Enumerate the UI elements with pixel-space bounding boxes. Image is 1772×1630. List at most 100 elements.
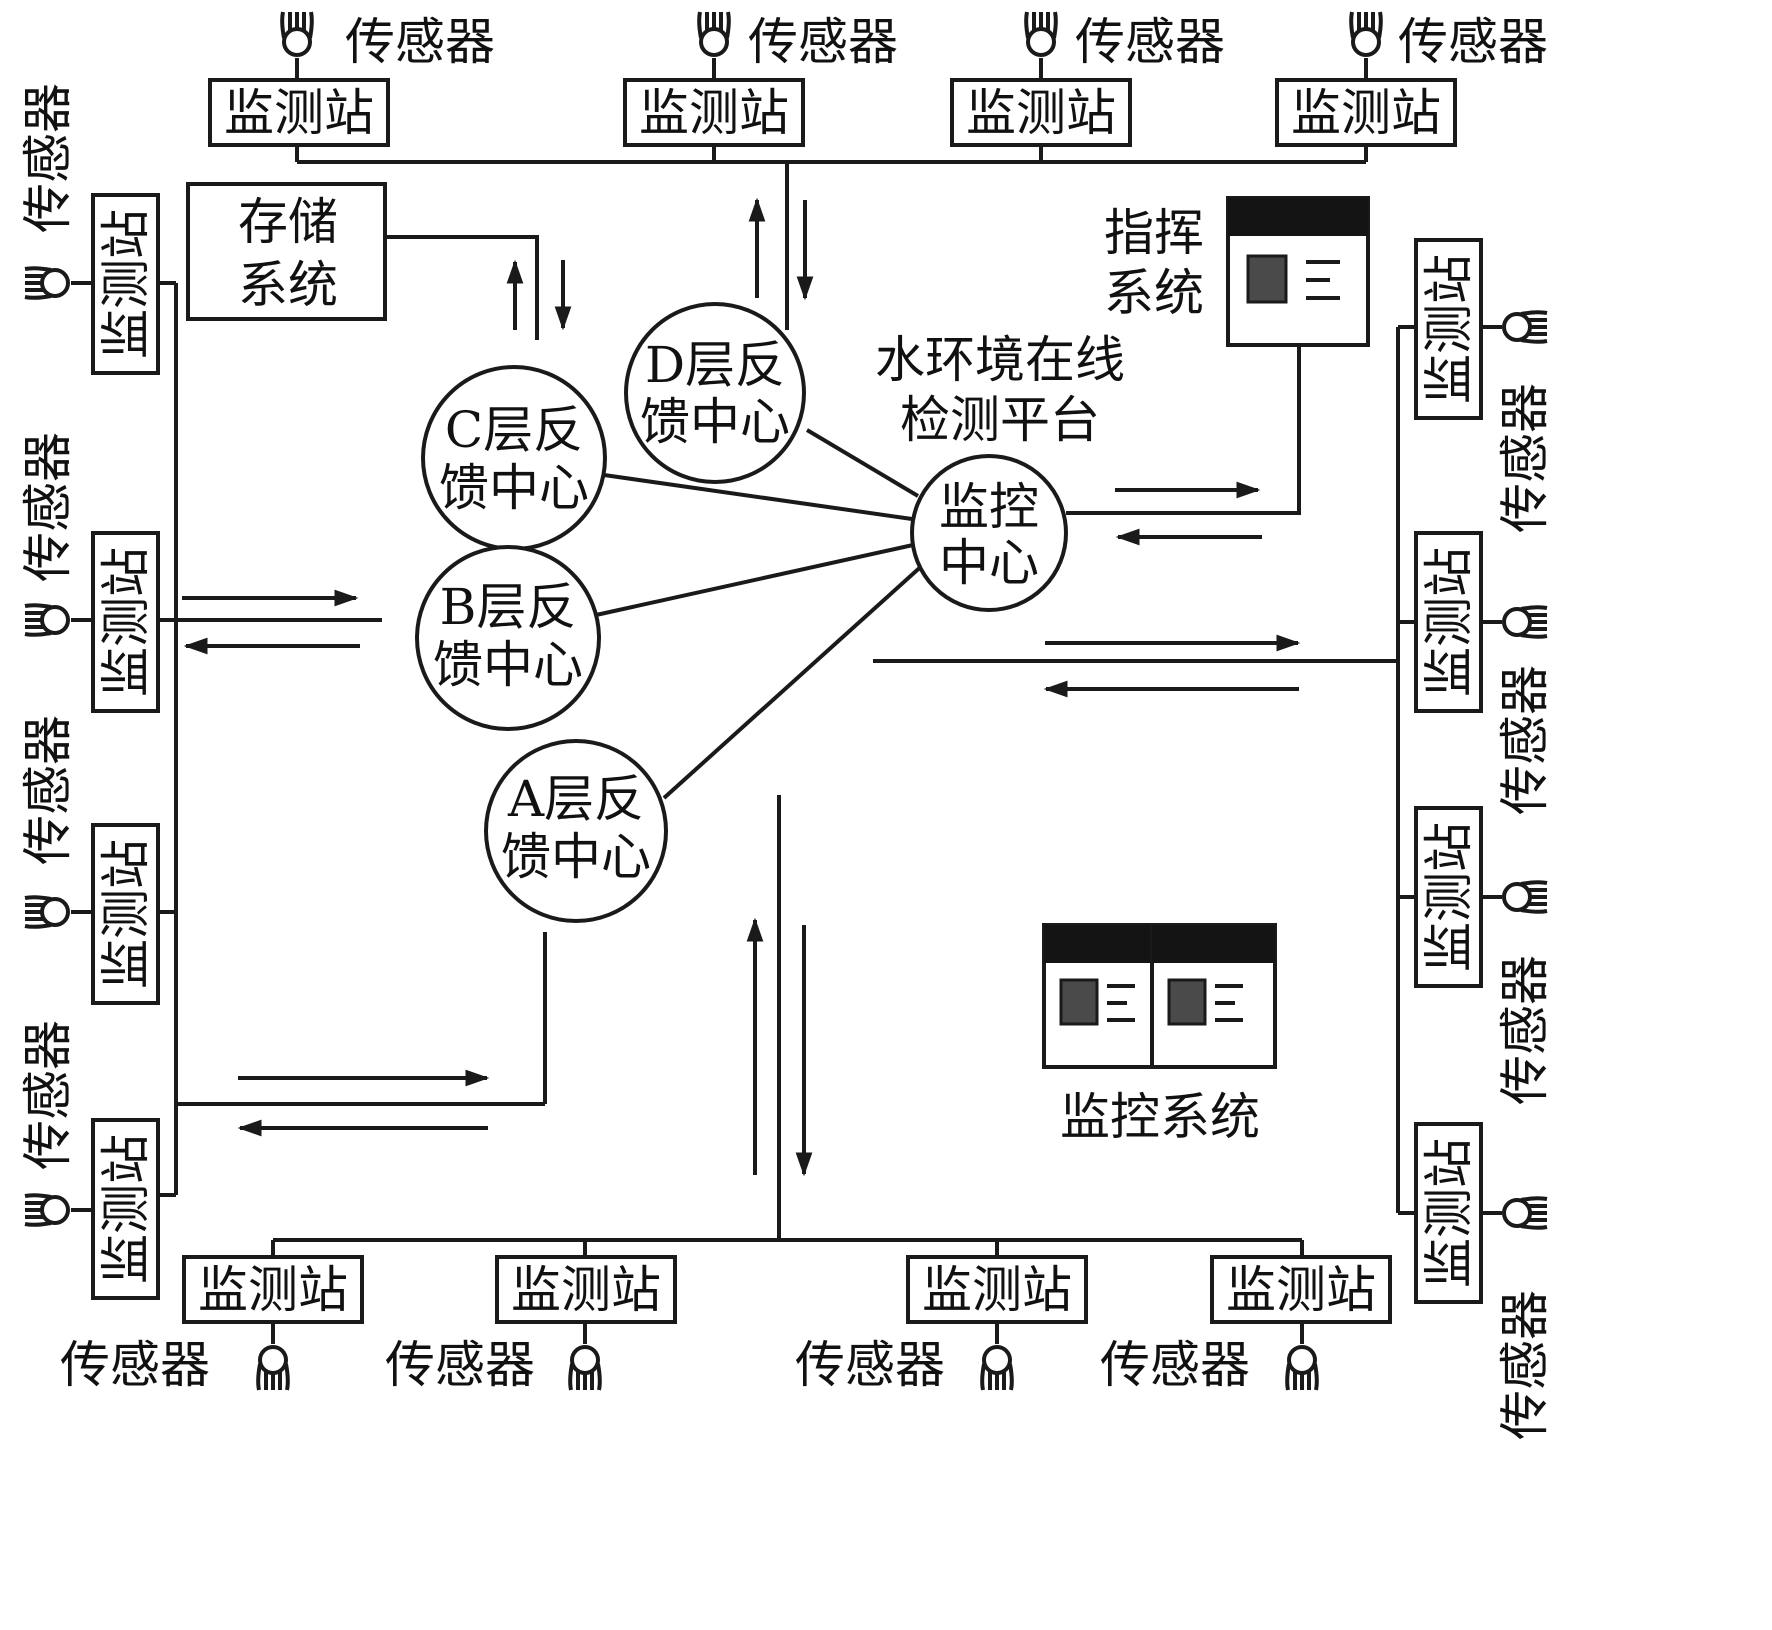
right-sensor-1: 传感器 xyxy=(1481,310,1554,533)
sensor-label: 传感器 xyxy=(19,432,77,582)
command-label-line1: 指挥 xyxy=(1104,204,1204,262)
top-sensor-3: 传感器 xyxy=(1024,10,1225,80)
sensor-icon xyxy=(1024,10,1058,57)
station-label: 监测站 xyxy=(97,839,155,989)
station-label: 监测站 xyxy=(639,84,789,142)
sensor-icon xyxy=(1502,880,1549,914)
monitor-system-label: 监控系统 xyxy=(1060,1088,1260,1146)
sensor-label: 传感器 xyxy=(1100,1336,1250,1394)
screen-icon xyxy=(1150,923,1277,1069)
platform-label-line2: 检测平台 xyxy=(900,391,1100,449)
feedback-c-label-line1: C层反 xyxy=(445,401,583,459)
right-station-2: 监测站 xyxy=(1414,531,1483,713)
sensor-icon xyxy=(1502,605,1549,639)
sensor-icon xyxy=(23,1193,70,1227)
feedback-a-label-line2: 馈中心 xyxy=(501,828,651,886)
top-station-2: 监测站 xyxy=(623,78,805,147)
left-station-4: 监测站 xyxy=(91,1118,160,1300)
sensor-label: 传感器 xyxy=(1496,383,1554,533)
command-label-line2: 系统 xyxy=(1104,264,1204,322)
sensor-icon xyxy=(1349,10,1383,57)
left-station-2: 监测站 xyxy=(91,531,160,713)
bottom-station-3: 监测站 xyxy=(906,1255,1088,1324)
bottom-sensor-4: 传感器 xyxy=(1100,1322,1319,1394)
flow-arrows xyxy=(182,197,1301,1177)
top-sensor-4: 传感器 xyxy=(1349,10,1548,80)
sensor-label: 传感器 xyxy=(795,1336,945,1394)
storage-label-line2: 系统 xyxy=(238,256,338,314)
station-label: 监测站 xyxy=(97,1134,155,1284)
bottom-sensor-3: 传感器 xyxy=(795,1322,1014,1394)
bottom-network: 监测站 监测站 监测站 监测站 传感器 传感器 传感器 xyxy=(60,795,1392,1394)
feedback-b-label-line1: B层反 xyxy=(440,578,577,636)
monitoring-center: 监控 中心 xyxy=(910,454,1068,612)
station-label: 监测站 xyxy=(966,84,1116,142)
sensor-icon xyxy=(697,10,731,57)
bottom-sensor-1: 传感器 xyxy=(60,1322,290,1394)
feedback-d-label-line2: 馈中心 xyxy=(640,393,790,451)
right-network: 监测站 监测站 监测站 监测站 传感器 传感器 传感器 xyxy=(873,238,1554,1440)
sensor-label: 传感器 xyxy=(1496,1290,1554,1440)
station-label: 监测站 xyxy=(224,84,374,142)
bottom-sensor-2: 传感器 xyxy=(385,1322,602,1394)
top-sensor-2: 传感器 xyxy=(697,10,898,80)
sensor-icon xyxy=(23,895,70,929)
station-label: 监测站 xyxy=(97,547,155,697)
sensor-icon xyxy=(568,1345,602,1392)
right-sensor-3: 传感器 xyxy=(1481,880,1554,1105)
sensor-label: 传感器 xyxy=(345,13,495,71)
station-label: 监测站 xyxy=(1420,822,1478,972)
feedback-d-label-line1: D层反 xyxy=(645,336,785,394)
bottom-station-2: 监测站 xyxy=(495,1255,677,1324)
station-label: 监测站 xyxy=(1420,1138,1478,1288)
left-station-1: 监测站 xyxy=(91,193,160,375)
feedback-b-label-line2: 馈中心 xyxy=(433,636,583,694)
sensor-icon xyxy=(23,603,70,637)
left-sensor-3: 传感器 xyxy=(19,715,93,929)
left-sensor-1: 传感器 xyxy=(19,83,93,300)
feedback-a-label-line1: A层反 xyxy=(507,770,644,828)
station-label: 监测站 xyxy=(97,209,155,359)
right-station-1: 监测站 xyxy=(1414,238,1483,420)
sensor-icon xyxy=(280,10,314,57)
station-label: 监测站 xyxy=(1420,254,1478,404)
top-sensor-1: 传感器 xyxy=(280,10,495,80)
sensor-label: 传感器 xyxy=(19,83,77,233)
sensor-label: 传感器 xyxy=(1075,13,1225,71)
sensor-icon xyxy=(23,266,70,300)
station-label: 监测站 xyxy=(1420,547,1478,697)
top-network: 监测站 监测站 监测站 监测站 传感器 传感器 传感器 xyxy=(208,10,1548,330)
platform-label-line1: 水环境在线 xyxy=(875,331,1125,389)
bottom-station-4: 监测站 xyxy=(1210,1255,1392,1324)
right-station-4: 监测站 xyxy=(1414,1122,1483,1304)
left-sensor-2: 传感器 xyxy=(19,432,93,637)
storage-label-line1: 存储 xyxy=(238,193,338,251)
sensor-label: 传感器 xyxy=(1496,665,1554,815)
station-label: 监测站 xyxy=(198,1261,348,1319)
left-network: 监测站 监测站 监测站 监测站 传感器 传感器 传感器 xyxy=(19,83,547,1300)
sensor-label: 传感器 xyxy=(60,1336,210,1394)
storage-system: 存储 系统 xyxy=(186,182,539,340)
sensor-label: 传感器 xyxy=(748,13,898,71)
top-station-3: 监测站 xyxy=(950,78,1132,147)
feedback-center-d: D层反 馈中心 xyxy=(624,302,806,484)
feedback-center-b: B层反 馈中心 xyxy=(415,545,601,731)
sensor-label: 传感器 xyxy=(19,715,77,865)
sensor-icon xyxy=(1502,310,1549,344)
bottom-station-1: 监测站 xyxy=(182,1255,364,1324)
station-label: 监测站 xyxy=(1226,1261,1376,1319)
feedback-center-c: C层反 馈中心 xyxy=(421,365,607,551)
right-station-3: 监测站 xyxy=(1414,806,1483,988)
top-station-4: 监测站 xyxy=(1275,78,1457,147)
platform-label: 水环境在线 检测平台 xyxy=(875,331,1125,449)
command-system: 指挥 系统 xyxy=(1066,196,1370,515)
sensor-label: 传感器 xyxy=(1398,13,1548,71)
monitor-system: 监控系统 xyxy=(1042,923,1277,1146)
screen-icon xyxy=(1042,923,1154,1069)
monitor-center-label-line1: 监控 xyxy=(939,478,1039,536)
monitor-center-label-line2: 中心 xyxy=(939,534,1039,592)
station-label: 监测站 xyxy=(511,1261,661,1319)
right-sensor-4: 传感器 xyxy=(1481,1196,1554,1440)
sensor-label: 传感器 xyxy=(19,1020,77,1170)
